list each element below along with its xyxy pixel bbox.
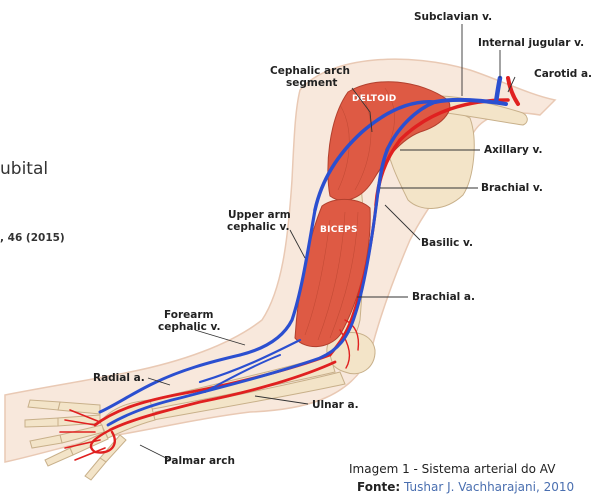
credit-prefix: Fonte:	[357, 480, 400, 494]
cephalic-arch-label-line2: segment	[286, 77, 337, 89]
figure-caption: Imagem 1 - Sistema arterial do AV	[349, 462, 555, 476]
palmar-arch-label: Palmar arch	[164, 455, 235, 467]
carotid-label: Carotid a.	[534, 68, 592, 80]
cropped-side-text: ubital	[0, 159, 48, 179]
figure-credit: Fonte: Tushar J. Vachharajani, 2010	[357, 480, 574, 494]
basilic-vein-label: Basilic v.	[421, 237, 473, 249]
radial-artery-label: Radial a.	[93, 372, 145, 384]
forearm-cephalic-label-line2: cephalic v.	[158, 321, 220, 333]
upper-arm-cephalic-label-line1: Upper arm	[228, 209, 291, 221]
brachial-vein-label: Brachial v.	[481, 182, 543, 194]
deltoid-label: DELTOID	[352, 94, 397, 104]
brachial-artery-label: Brachial a.	[412, 291, 475, 303]
arm-skin-outline	[5, 59, 555, 462]
internal-jugular-label: Internal jugular v.	[478, 37, 584, 49]
cropped-reference-text: , 46 (2015)	[0, 232, 65, 244]
cephalic-arch-label-line1: Cephalic arch	[270, 65, 350, 77]
biceps-label: BICEPS	[320, 225, 358, 235]
subclavian-vein-label: Subclavian v.	[414, 11, 492, 23]
ulnar-artery-label: Ulnar a.	[312, 399, 359, 411]
credit-name: Tushar J. Vachharajani, 2010	[404, 480, 574, 494]
upper-arm-cephalic-label-line2: cephalic v.	[227, 221, 289, 233]
forearm-cephalic-label-line1: Forearm	[164, 309, 214, 321]
axillary-vein-label: Axillary v.	[484, 144, 542, 156]
